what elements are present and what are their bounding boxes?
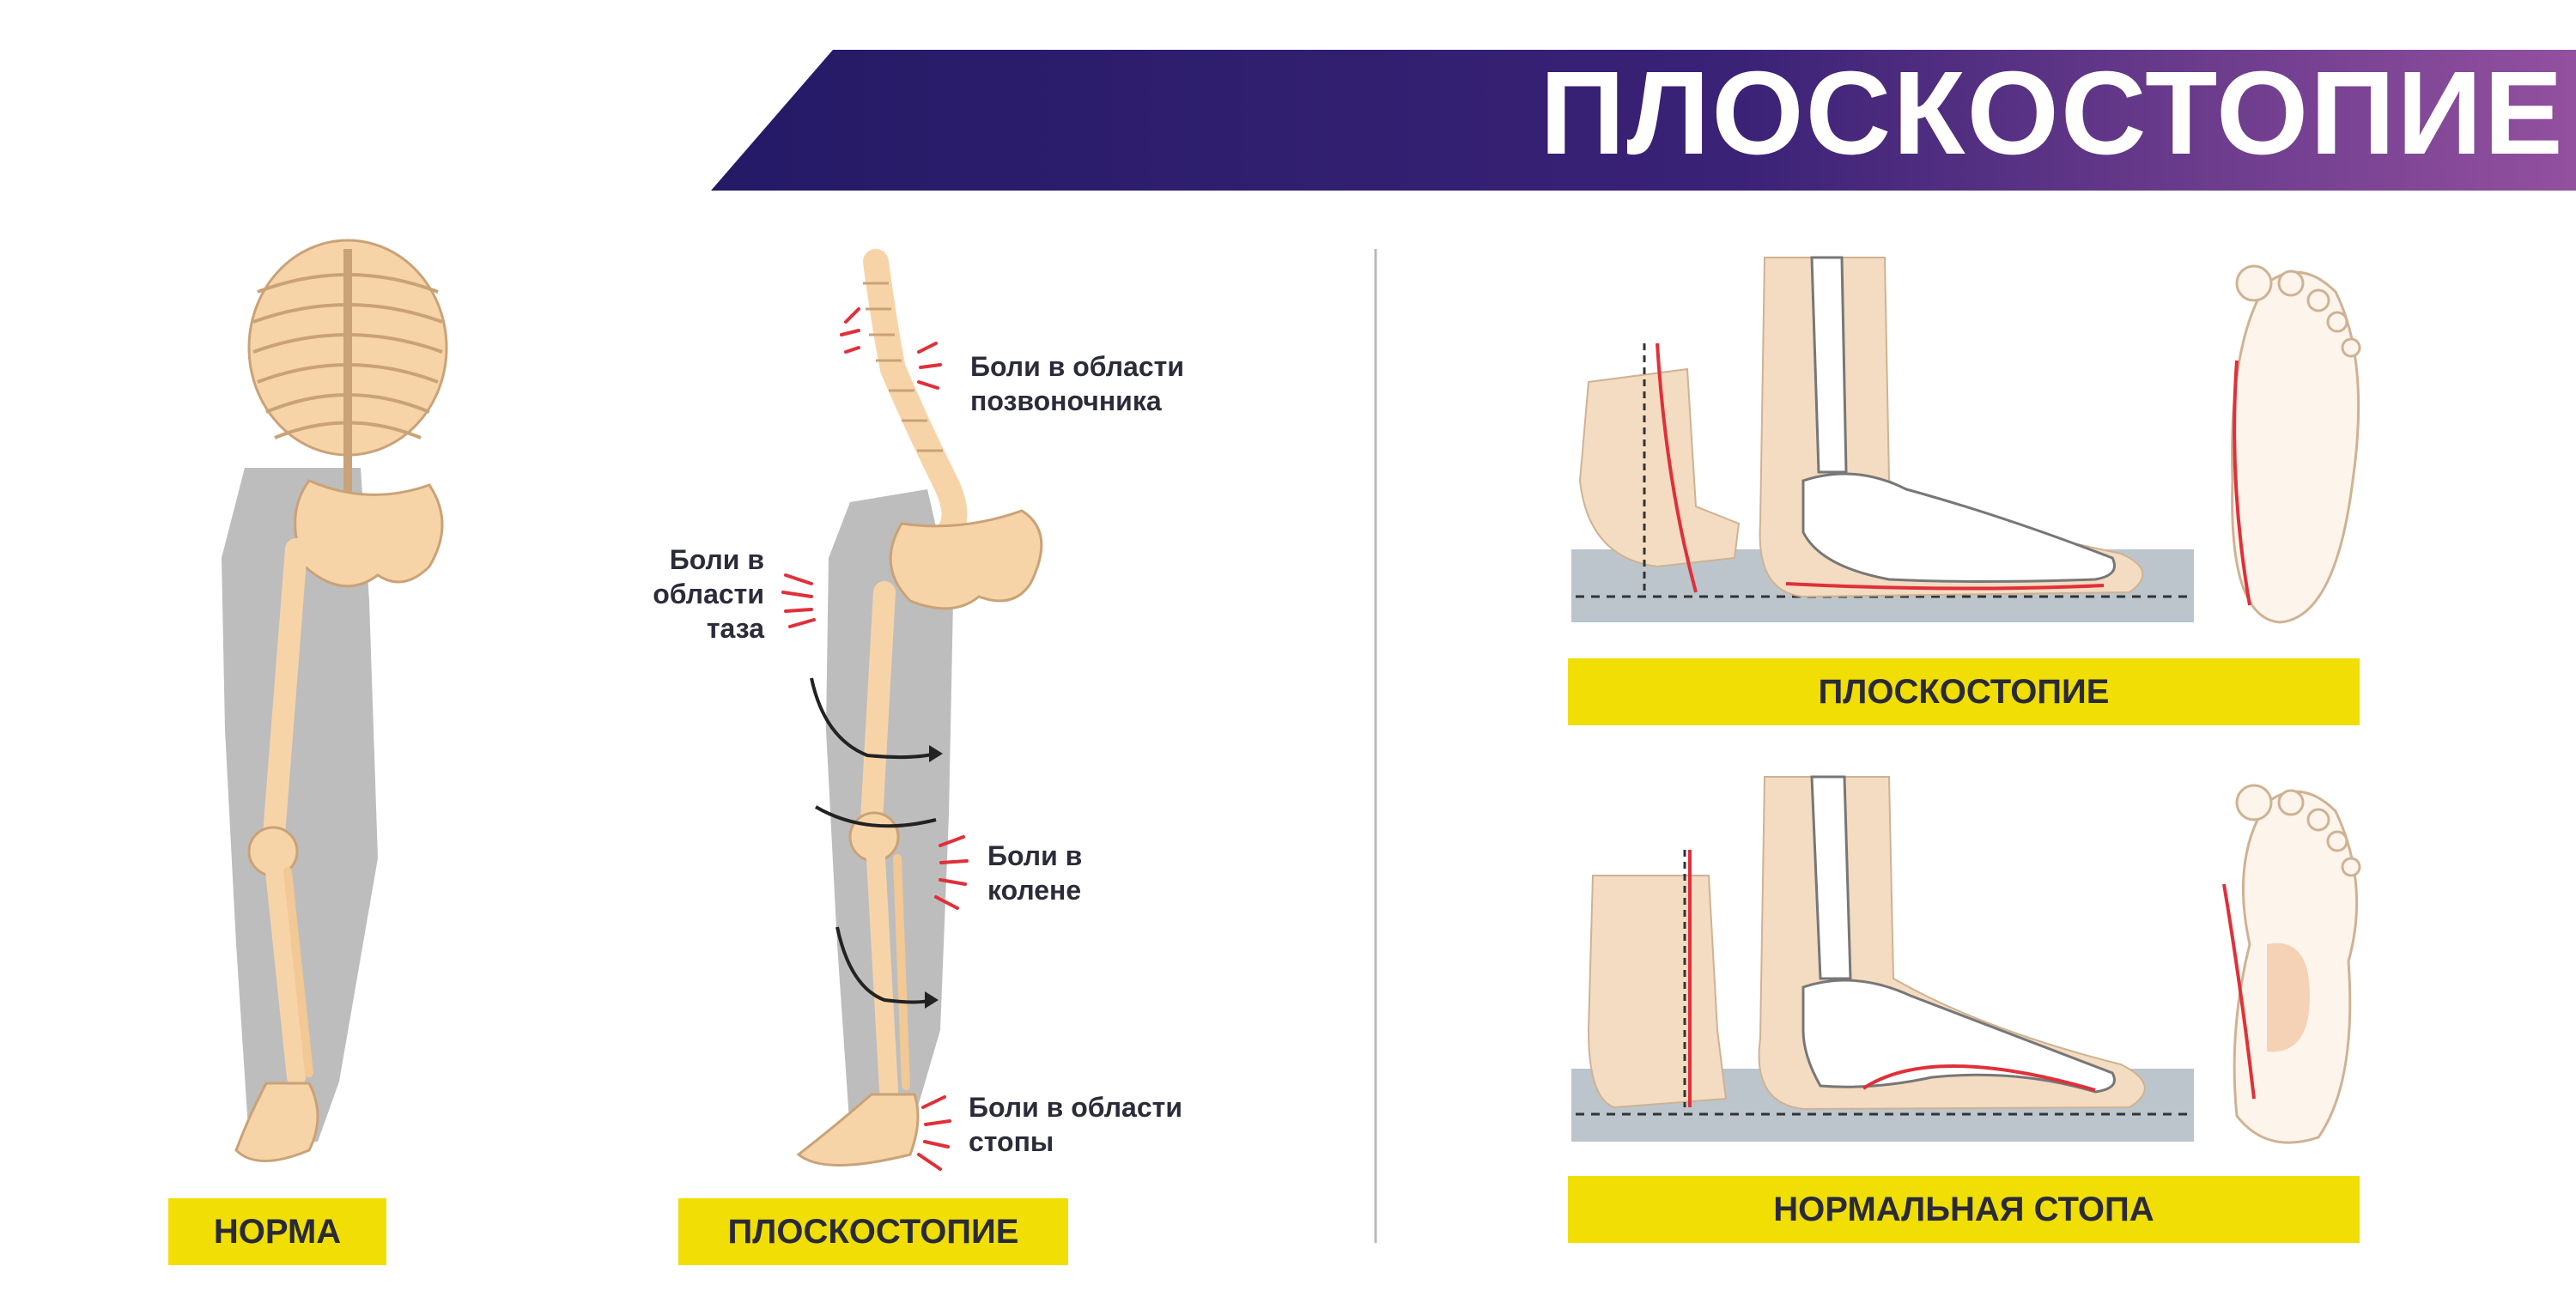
- flatfoot-skeleton-illustration: [796, 249, 1043, 1167]
- pelvis: [294, 479, 444, 588]
- pain-foot-label: Боли в области стопы: [969, 1090, 1182, 1159]
- pain-foot-line-1: Боли в области: [969, 1092, 1182, 1123]
- flatfoot-caption: ПЛОСКОСТОПИЕ: [678, 1198, 1068, 1265]
- normalfoot-side-caption: НОРМАЛЬНАЯ СТОПА: [1568, 1176, 2360, 1243]
- pain-marks: [781, 307, 969, 1171]
- pain-knee-mark: [934, 835, 969, 910]
- banner-title: ПЛОСКОСТОПИЕ: [1540, 46, 2565, 179]
- foot: [796, 1093, 920, 1167]
- pain-pelvis-line-3: таза: [706, 613, 764, 644]
- banner-shape: [711, 50, 2576, 191]
- pain-knee-line-2: колене: [987, 875, 1082, 906]
- spine: [863, 249, 968, 545]
- pain-spine-line-2: позвоночника: [970, 385, 1162, 416]
- rear-heel: [1587, 875, 1728, 1109]
- normal-caption: НОРМА: [168, 1198, 386, 1265]
- leg-shadow: [222, 468, 378, 1142]
- pain-pelvis-line-1: Боли в: [669, 544, 764, 575]
- pelvis: [889, 509, 1043, 610]
- flatfoot-side-caption: ПЛОСКОСТОПИЕ: [1568, 658, 2360, 725]
- pain-spine-label: Боли в области позвоночника: [970, 349, 1184, 418]
- pain-pelvis-mark: [781, 573, 816, 628]
- flatfoot-side-illustration: [1571, 256, 2194, 622]
- rear-heel: [1578, 367, 1741, 568]
- foot: [234, 1082, 319, 1162]
- pain-foot-line-2: стопы: [969, 1126, 1054, 1157]
- pain-foot-mark: [917, 1095, 951, 1171]
- pain-pelvis-label: Боли в области таза: [635, 542, 764, 645]
- pain-knee-label: Боли в колене: [987, 839, 1082, 907]
- leg-shadow: [826, 489, 953, 1133]
- pain-spine-mark: [840, 307, 942, 390]
- normalfoot-sole-illustration: [2222, 784, 2361, 1144]
- pain-pelvis-line-2: области: [653, 579, 764, 609]
- normal-skeleton-illustration: [222, 239, 448, 1162]
- flatfoot-sole-illustration: [2231, 264, 2361, 624]
- pain-spine-line-1: Боли в области: [970, 351, 1184, 382]
- pain-knee-line-1: Боли в: [987, 840, 1083, 871]
- rotation-arrows: [810, 677, 937, 1004]
- normalfoot-side-illustration: [1571, 775, 2194, 1142]
